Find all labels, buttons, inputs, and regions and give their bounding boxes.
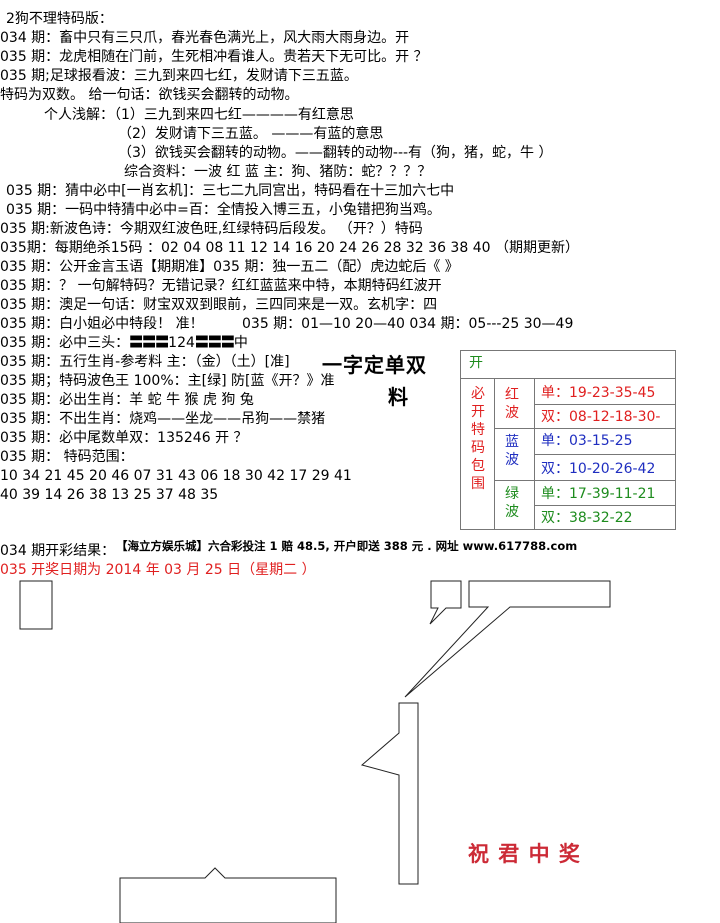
blessing-text: 祝 君 中 奖 [468,842,581,866]
blue-double-numbers: 双：10-20-26-42 [541,461,656,477]
text-line: 2狗不理特码版： [6,11,113,27]
text-line: 035期：每期绝杀15码 ：02 04 08 11 12 14 16 20 24… [0,240,579,256]
text-line: （3）欲钱买会翻转的动物。——翻转的动物---有（狗，猪，蛇，牛 ） [118,145,553,161]
bar-glyph: 〓〓〓 [129,335,169,351]
green-double-numbers: 双：38-32-22 [541,510,633,526]
table-header-row [461,351,675,379]
side-column [461,379,495,529]
group-divider [495,480,675,481]
callout-box [119,867,337,923]
red-wave-label: 红波 [505,387,519,421]
text-line: 035 期：不出生肖：烧鸡——坐龙——吊狗——禁猪 [0,411,326,427]
text-line: 035 期：白小姐必中特段！ 准！ [0,316,204,332]
bar-glyph: 〓〓〓 [194,335,235,351]
text-line: 035 期：一码中特猜中必中=百：全情投入博三五，小兔错把狗当鸡。 [6,202,441,218]
green-wave-label: 绿波 [505,486,519,520]
number: 124 [168,335,195,351]
speech-pointer [404,580,611,698]
green-single-numbers: 单：17-39-11-21 [541,486,656,502]
draw-date: 035 开奖日期为 2014 年 03 月 25 日（星期二 ） [0,562,316,578]
red-single-numbers: 单：19-23-35-45 [541,385,656,401]
text-line: 035 期：必出生肖：羊 蛇 牛 猴 虎 狗 兔 [0,392,254,408]
text-line: 035 期：五行生肖-参考料 主：（金）（土）[准] [0,354,290,370]
text-line: 035 期： 特码范围： [0,449,134,465]
number-range: 40 39 14 26 38 13 25 37 48 35 [0,487,219,503]
callout-box [19,580,53,630]
wave-color-table: 开 必开特码包围 红波 蓝波 绿波 单：19-23-35-45 双：08-12-… [460,350,676,530]
side-label: 必开特码包围 [471,386,485,492]
blue-single-numbers: 单：03-15-25 [541,433,633,449]
callout-bubble [429,580,462,625]
text-line: 035 期：必中尾数单双：135246 开 ？ [0,430,248,446]
row-divider [535,454,675,455]
text-line: 034 期：畜中只有三只爪，春光春色满光上，风大雨大雨身边。开 [0,30,410,46]
text-line: 035 期：澳足一句话：财宝双双到眼前，三四同来是一双。玄机字：四 [0,297,438,313]
row-divider [535,404,675,405]
table-header: 开 [469,355,483,371]
ad-banner: 【海立方娱乐城】六合彩投注 1 赔 48.5, 开户即送 388 元 . 网址 … [116,539,578,553]
row-divider [535,505,675,506]
text-line: 035 期：01—10 20—40 034 期：05---25 30—49 [242,316,574,332]
text-line: 综合资料：一波 红 蓝 主：狗、猪防：蛇？？？？ [124,164,432,180]
text-line: 035 期；特码波色王 100%：主[绿] 防[蓝《开？》准 [0,373,335,389]
label: 035 期：必中三头： [0,335,130,351]
number-range: 10 34 21 45 20 46 07 31 43 06 18 30 42 1… [0,468,352,484]
text-line: 035 期:新波色诗：今期双红波色旺,红绿特码后段发。 （开？）特码 [0,221,423,237]
stamp-line: 一字定单双 [322,353,427,377]
text-line: 个人浅解：（1）三九到来四七红————有红意思 [44,107,354,123]
result-label: 034 期开彩结果： [0,543,116,559]
red-double-numbers: 双：08-12-18-30- [541,409,661,425]
text-line: 035 期：必中三头：〓〓〓124〓〓〓中 [0,334,248,352]
text-line: 特码为双数。 给一句话：欲钱买会翻转的动物。 [0,87,299,103]
text-line: 035 期;足球报看波：三九到来四七红，发财请下三五蓝。 [0,68,358,84]
stamp-line: 料 [388,385,409,409]
label: 中 [233,335,248,351]
text-line: （2）发财请下三五蓝。 ———有蓝的意思 [118,126,384,142]
arrow-shape [360,702,419,885]
text-line: 035 期：龙虎相随在门前，生死相冲看谁人。贵若天下无可比。开 ？ [0,49,428,65]
text-line: 035 期：猜中必中[一肖玄机]：三七二九同宫出，特码看在十三加六七中 [6,183,455,199]
group-column [495,379,535,529]
text-line: 035 期：公开金言玉语【期期准】035 期：独一五二（配）虎边蛇后《 》 [0,259,459,275]
blue-wave-label: 蓝波 [505,434,519,468]
text-line: 035 期：？ 一句解特码？无错记录？红红蓝蓝来中特，本期特码红波开 [0,278,442,294]
group-divider [495,428,675,429]
